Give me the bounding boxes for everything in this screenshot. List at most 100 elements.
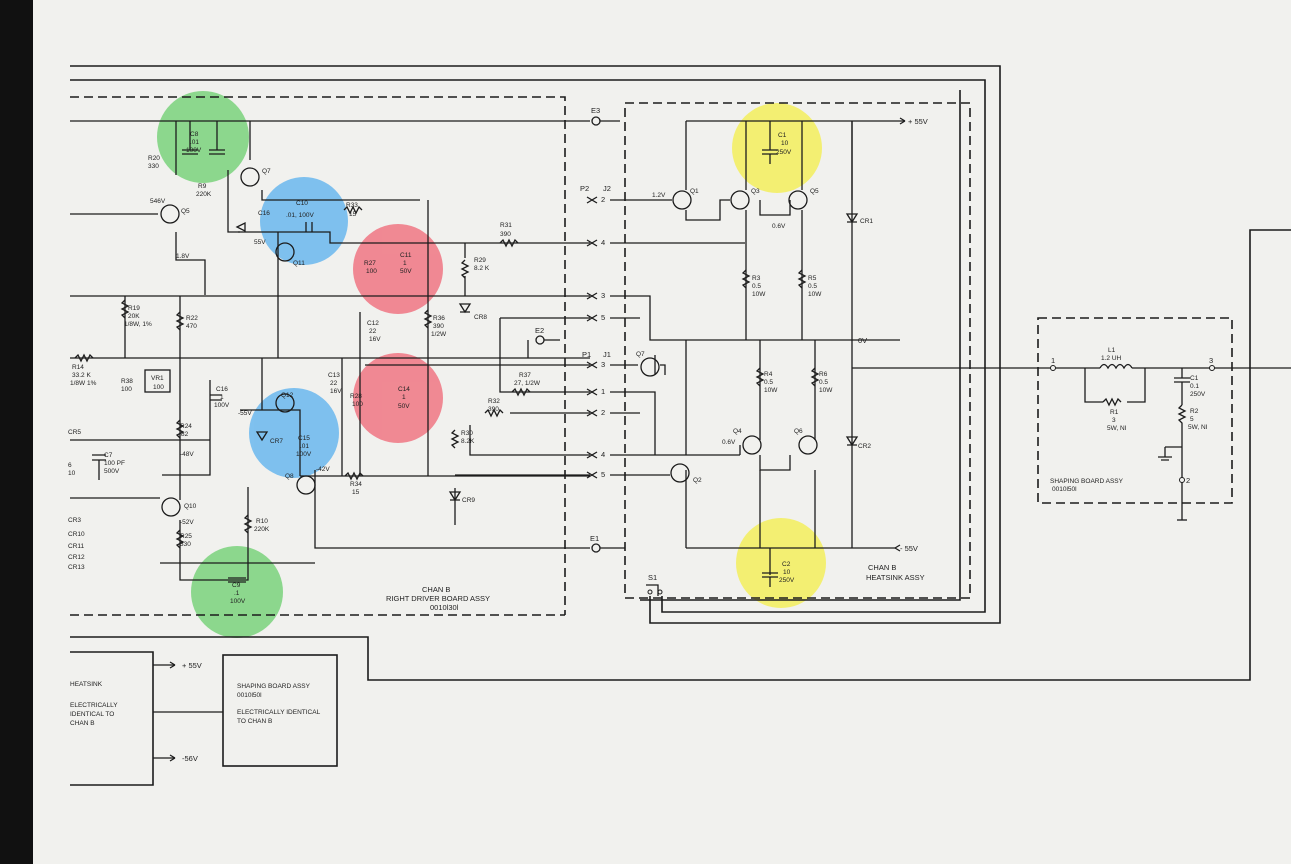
plus55-rail: + 55V <box>908 117 928 126</box>
connector-labels: E3 E2 E1 P2 J2 P1 J1 S1 + 55V 0V - 55V <box>535 106 928 582</box>
heatsink-title-name: HEATSINK ASSY <box>866 573 925 582</box>
c11-voltage: 50V <box>400 268 412 275</box>
driver-title-name: RIGHT DRIVER BOARD ASSY <box>386 594 490 603</box>
q5-heatsink-ref: Q5 <box>810 188 819 195</box>
r31-ref: R31 <box>500 222 512 229</box>
r22-value: 470 <box>186 323 197 330</box>
c13-value: 22 <box>330 380 338 387</box>
r4-ref: R4 <box>764 371 773 378</box>
r1-rating: 5W, NI <box>1107 425 1127 432</box>
r38-ref: R38 <box>121 378 133 385</box>
c11-value: 1 <box>403 260 407 267</box>
shaping-labels: L1 1.2 UH R1 3 5W, NI C1 0.1 250V R2 5 5… <box>1050 347 1213 493</box>
c10-ref: C10 <box>296 200 308 207</box>
q6-ref: Q6 <box>794 428 803 435</box>
pin-label: 5 <box>601 470 605 479</box>
r33-value: 15 <box>349 211 357 218</box>
q8-volt: -42V <box>316 466 330 473</box>
cr5-ref: CR5 <box>68 429 81 436</box>
r30-ref: R30 <box>461 430 473 437</box>
connector-pins: 2 4 3 5 3 1 2 4 5 <box>586 195 605 479</box>
highlight-red-c14 <box>353 353 443 443</box>
cr1-ref: CR1 <box>860 218 873 225</box>
driver-title-chan: CHAN B <box>422 585 450 594</box>
highlight-green-c8 <box>157 91 249 183</box>
r36-ref: R36 <box>433 315 445 322</box>
heatsink-labels: Q1 1.2V Q3 Q5 0.6V C1 10 250V CR1 R3 0.5… <box>636 132 925 584</box>
r1-value: 3 <box>1112 417 1116 424</box>
r6-value: 0.5 <box>819 379 828 386</box>
shaping-number: 0010l50l <box>1052 486 1077 493</box>
heatsink-title-chan: CHAN B <box>868 563 896 572</box>
r10-ref: R10 <box>256 518 268 525</box>
r3-rating: 10W <box>752 291 766 298</box>
j1-label: J1 <box>603 350 611 359</box>
c1-value: 10 <box>781 140 789 147</box>
c7-ref: C7 <box>104 452 113 459</box>
c11-ref: C11 <box>400 252 412 259</box>
r19-value: 20K <box>128 313 140 320</box>
r6-ref: R6 <box>819 371 828 378</box>
r2-value: 5 <box>1190 416 1194 423</box>
highlight-yellow-c2 <box>736 518 826 608</box>
left-ref: CR10 <box>68 531 85 538</box>
r19-rating: 1/8W, 1% <box>124 321 152 328</box>
pin-label: 3 <box>601 291 605 300</box>
shaping-c1-voltage: 250V <box>1190 391 1206 398</box>
r29-ref: R29 <box>474 257 486 264</box>
r36-value: 390 <box>433 323 444 330</box>
q2-ref: Q2 <box>693 477 702 484</box>
shaping-c1-ref: C1 <box>1190 375 1199 382</box>
heatsink-block-line: CHAN B <box>70 720 95 727</box>
r37-value: 27, 1/2W <box>514 380 541 387</box>
shaping-title: SHAPING BOARD ASSY <box>1050 478 1124 485</box>
shaping-block-number: 0010l50l <box>237 692 262 699</box>
r24-value: 82 <box>181 431 189 438</box>
r28-ref: R28 <box>350 393 362 400</box>
q12-ref: Q12 <box>281 392 294 399</box>
c16-voltage: 100V <box>214 402 230 409</box>
c13-voltage: 16V <box>330 388 342 395</box>
r5-rating: 10W <box>808 291 822 298</box>
bottom-blocks <box>70 651 338 786</box>
r24-ref: R24 <box>180 423 192 430</box>
highlight-yellow-c1 <box>732 103 822 193</box>
c15-value: .01 <box>300 443 309 450</box>
cr2-ref: CR2 <box>858 443 871 450</box>
shaping-block-title: SHAPING BOARD ASSY <box>237 683 311 690</box>
r25-value: 330 <box>180 541 191 548</box>
shaping-c1-value: 0.1 <box>1190 383 1199 390</box>
r20-ref: R20 <box>148 155 160 162</box>
r19-ref: R19 <box>128 305 140 312</box>
r25-ref: R25 <box>180 533 192 540</box>
r32-value: 390 <box>488 406 499 413</box>
c13-ref: C13 <box>328 372 340 379</box>
c8-value: .01 <box>190 139 199 146</box>
q5-ref: Q5 <box>181 208 190 215</box>
q7-driver-ref: Q7 <box>262 168 271 175</box>
shaping-pin: 2 <box>1186 476 1190 485</box>
bottom-labels: HEATSINK ELECTRICALLY IDENTICAL TO CHAN … <box>70 661 321 763</box>
r30-value: 8.2K <box>461 438 475 445</box>
q12-volt: -55V <box>238 410 252 417</box>
pin-label: 4 <box>601 238 605 247</box>
r28-value: 100 <box>352 401 363 408</box>
r32-ref: R32 <box>488 398 500 405</box>
r6-rating: 10W <box>819 387 833 394</box>
pin-label: 2 <box>601 195 605 204</box>
q5-volt: 0.6V <box>772 223 786 230</box>
c9-ref: C9 <box>232 582 241 589</box>
r3-ref: R3 <box>752 275 761 282</box>
r36-rating: 1/2W <box>431 331 447 338</box>
shaping-board <box>1037 317 1291 521</box>
vr1-ref: VR1 <box>151 375 164 382</box>
vr1-value: 100 <box>153 384 164 391</box>
cr8-ref: CR8 <box>474 314 487 321</box>
r14-value: 33.2 K <box>72 372 91 379</box>
heatsink-block-title: HEATSINK <box>70 681 103 688</box>
pin-label: 4 <box>601 450 605 459</box>
left-ref: CR12 <box>68 554 85 561</box>
r10-value: 220K <box>254 526 270 533</box>
c14-voltage: 50V <box>398 403 410 410</box>
